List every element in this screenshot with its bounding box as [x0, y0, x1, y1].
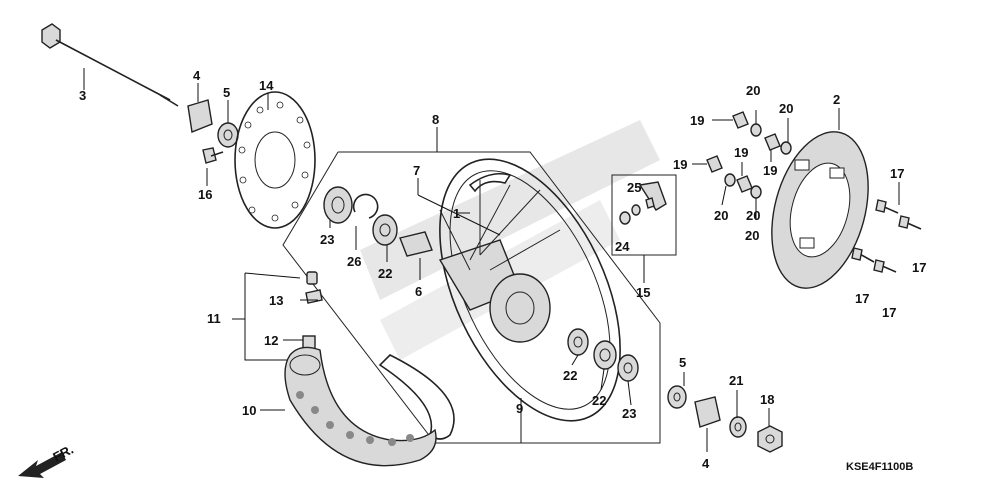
sprocket-nut-1[interactable]	[732, 111, 749, 129]
callout-20-d: 20	[745, 228, 759, 243]
callout-5-top: 5	[223, 85, 230, 100]
callout-23-left: 23	[320, 232, 334, 247]
tube-outline	[244, 272, 301, 279]
callout-20-e: 20	[746, 208, 760, 223]
callout-14: 14	[259, 78, 274, 93]
callout-11: 11	[207, 311, 221, 326]
callout-20-c: 20	[714, 208, 728, 223]
valve-cap[interactable]	[306, 271, 318, 285]
sprocket-washer-1[interactable]	[750, 123, 762, 137]
circlip[interactable]	[352, 193, 379, 219]
rim-band[interactable]	[468, 172, 512, 193]
sprocket-bolt-1[interactable]	[875, 199, 899, 214]
rim[interactable]	[403, 131, 657, 448]
axle-nut[interactable]	[757, 425, 783, 453]
callout-12: 12	[264, 333, 278, 348]
callout-19-d: 19	[763, 163, 777, 178]
brake-disc[interactable]	[234, 91, 316, 229]
bearing-left-inner[interactable]	[372, 214, 398, 246]
axle-collar-left[interactable]	[187, 99, 213, 133]
bearing-left[interactable]	[323, 186, 353, 224]
hub[interactable]	[438, 239, 551, 343]
sprocket-bolt-3[interactable]	[851, 247, 875, 263]
wheel-assembly-outline	[282, 151, 661, 444]
callout-10: 10	[242, 403, 256, 418]
front-direction-arrow: FR.	[18, 442, 76, 478]
inner-tube[interactable]	[378, 354, 455, 440]
callout-19-b: 19	[673, 157, 687, 172]
callout-15: 15	[636, 285, 650, 300]
callout-26: 26	[347, 254, 361, 269]
distance-spacer[interactable]	[399, 231, 433, 257]
axle-bolt[interactable]	[41, 23, 179, 107]
valve-nut[interactable]	[305, 289, 323, 304]
callout-21: 21	[729, 373, 743, 388]
callout-6: 6	[415, 284, 422, 299]
sprocket-bolt-2[interactable]	[898, 215, 922, 230]
side-collar-right[interactable]	[667, 385, 687, 409]
axle-collar-right[interactable]	[694, 396, 721, 428]
callout-labels: 3 4 5 14 16 8 7 1 23 26 22 6 11 13 12 10…	[79, 68, 926, 471]
callout-24: 24	[615, 239, 630, 254]
callout-2: 2	[833, 92, 840, 107]
disc-bolt[interactable]	[202, 147, 224, 164]
diagram-code: KSE4F1100B	[846, 461, 913, 473]
axle-washer[interactable]	[729, 416, 747, 438]
callout-17-c: 17	[855, 291, 869, 306]
callout-17-b: 17	[912, 260, 926, 275]
sprocket-washer-4[interactable]	[750, 185, 762, 199]
callout-9: 9	[516, 401, 523, 416]
callout-22-left: 22	[378, 266, 392, 281]
callout-22-right-2: 22	[592, 393, 606, 408]
callout-20-a: 20	[746, 83, 760, 98]
callout-22-right-1: 22	[563, 368, 577, 383]
callout-17-d: 17	[882, 305, 896, 320]
washer-25[interactable]	[631, 204, 641, 216]
sprocket-nut-2[interactable]	[764, 133, 781, 151]
tire[interactable]	[284, 346, 437, 467]
sprocket-washer-3[interactable]	[724, 173, 736, 187]
callout-4-right: 4	[702, 456, 710, 471]
washer-24[interactable]	[619, 211, 631, 225]
callout-23-right: 23	[622, 406, 636, 421]
callout-17-a: 17	[890, 166, 904, 181]
callout-3: 3	[79, 88, 86, 103]
callout-7: 7	[413, 163, 420, 178]
callout-1: 1	[453, 206, 460, 221]
callout-19-a: 19	[690, 113, 704, 128]
sprocket-nut-3[interactable]	[706, 155, 723, 173]
callout-5-right: 5	[679, 355, 686, 370]
callout-4-top: 4	[193, 68, 201, 83]
callout-20-b: 20	[779, 101, 793, 116]
sprocket-washer-2[interactable]	[780, 141, 792, 155]
callout-16: 16	[198, 187, 212, 202]
callout-13: 13	[269, 293, 283, 308]
leader-lines	[83, 68, 900, 452]
spokes[interactable]	[439, 180, 561, 271]
sprocket-nut-4[interactable]	[736, 175, 753, 193]
bearing-right-1[interactable]	[567, 328, 589, 356]
side-collar-left[interactable]	[217, 122, 239, 148]
callout-25: 25	[627, 180, 641, 195]
callout-18: 18	[760, 392, 774, 407]
callout-8: 8	[432, 112, 439, 127]
driven-sprocket[interactable]	[756, 121, 884, 299]
sprocket-bolt-4[interactable]	[873, 259, 897, 273]
bearing-right-2[interactable]	[593, 340, 617, 370]
plate-bolt[interactable]	[645, 197, 655, 209]
bearing-right-seal[interactable]	[617, 354, 639, 382]
callout-19-c: 19	[734, 145, 748, 160]
